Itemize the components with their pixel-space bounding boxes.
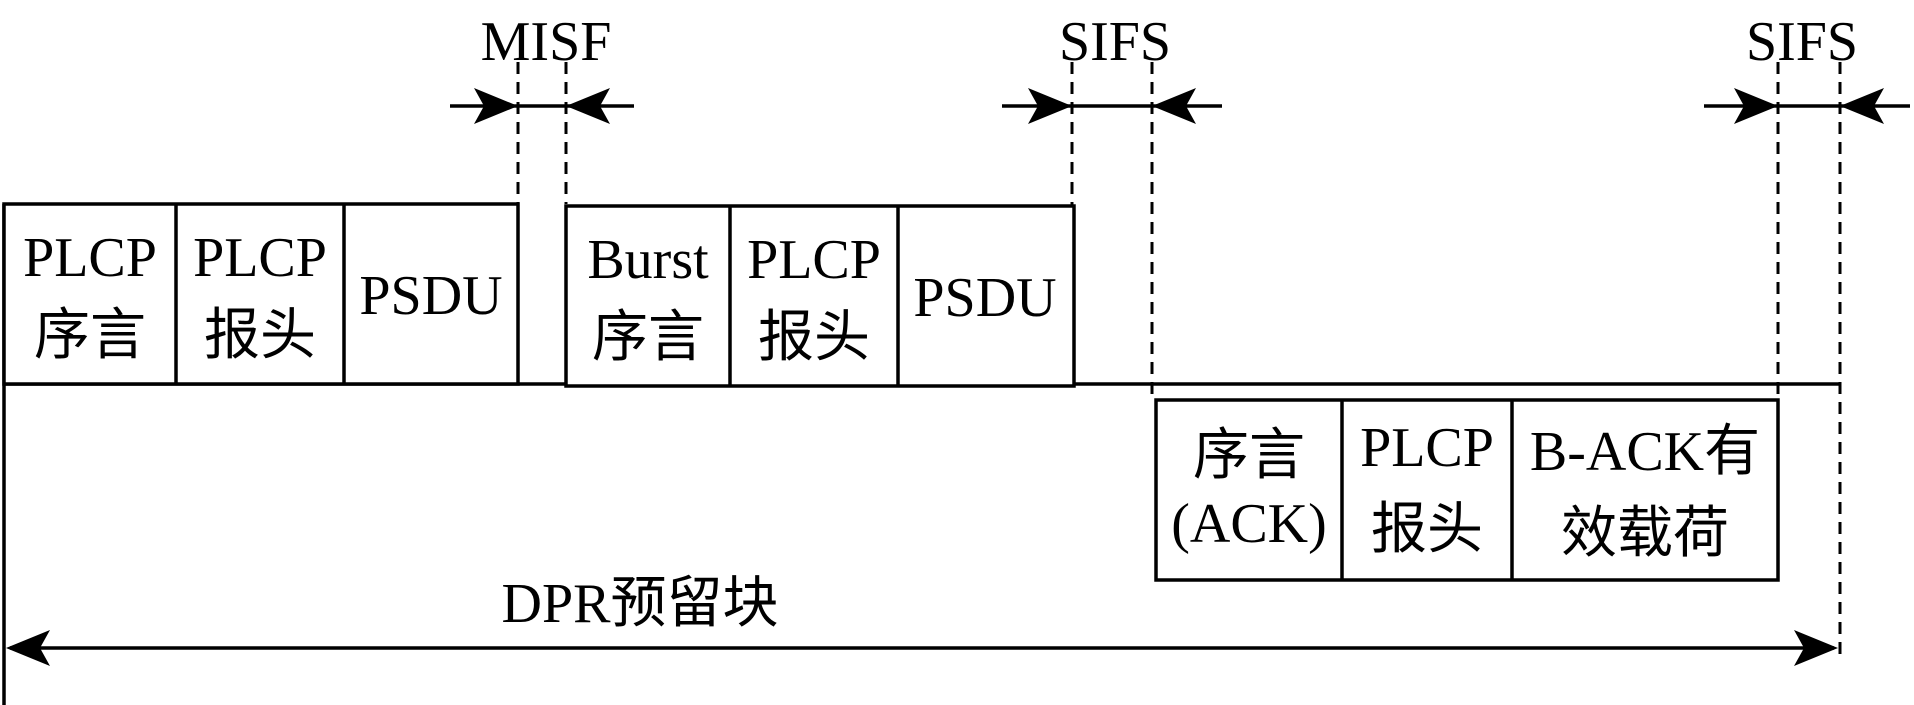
burst-frame-header-line2: 报头 [758, 307, 870, 369]
burst-frame: Burst 序言 PLCP 报头 PSDU [564, 204, 1076, 388]
sifs-2-label: SIFS [1746, 11, 1858, 73]
burst-frame-header-line1: PLCP [747, 229, 881, 291]
data-frame-preamble-line2: 序言 [34, 305, 146, 367]
ack-frame-payload-line1: B-ACK有 [1530, 421, 1760, 483]
data-frame-preamble-line1: PLCP [23, 227, 157, 289]
sifs-1-label: SIFS [1059, 11, 1171, 73]
ack-frame-outline [1154, 398, 1780, 582]
ack-frame-header-line2: 报头 [1371, 499, 1483, 561]
sifs-1-interval-arrow [1002, 88, 1222, 124]
burst-frame-preamble-line2: 序言 [592, 307, 704, 369]
ack-frame: 序言 (ACK) PLCP 报头 B-ACK有 效载荷 [1154, 398, 1780, 582]
misf-label: MISF [481, 11, 612, 73]
ack-frame-header-line1: PLCP [1360, 417, 1494, 479]
misf-interval-arrow [450, 88, 634, 124]
data-frame-header-line1: PLCP [193, 227, 327, 289]
burst-frame-outline [564, 204, 1076, 388]
data-frame-header-line2: 报头 [204, 305, 316, 367]
ack-frame-preamble-line1: 序言 [1193, 425, 1305, 487]
ack-frame-payload-line2: 效载荷 [1561, 503, 1729, 565]
dpr-reservation-arrow [6, 630, 1838, 666]
data-frame-psdu: PSDU [359, 265, 502, 327]
data-frame-outline [2, 202, 520, 386]
data-frame: PLCP 序言 PLCP 报头 PSDU [2, 202, 520, 386]
ack-frame-preamble-line2: (ACK) [1171, 493, 1327, 555]
burst-frame-psdu: PSDU [913, 267, 1056, 329]
dpr-reservation-label: DPR预留块 [502, 573, 779, 635]
sifs-2-interval-arrow [1704, 88, 1910, 124]
burst-frame-preamble-line1: Burst [587, 229, 709, 291]
